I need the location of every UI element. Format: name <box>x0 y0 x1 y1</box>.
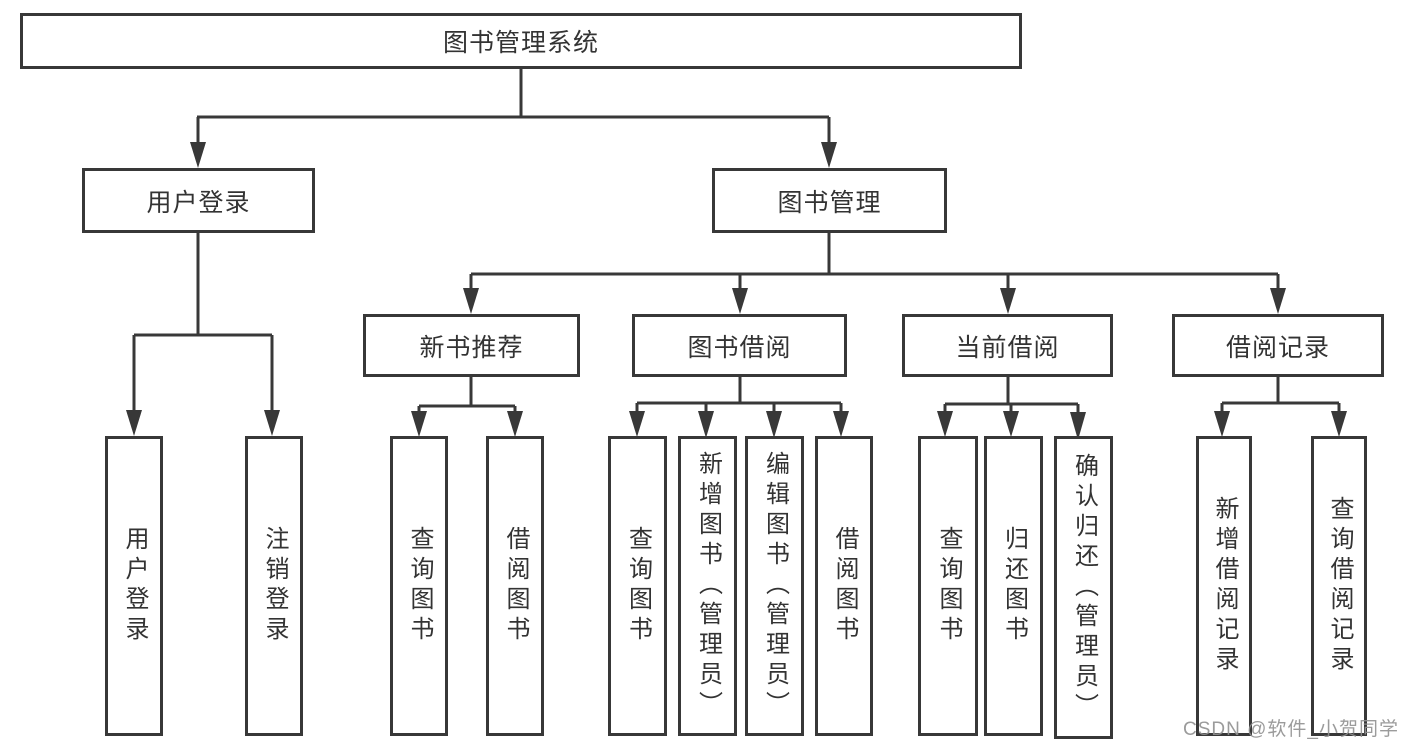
leaf-current-return-books: 归还图书 <box>984 436 1043 736</box>
leaf-records-query-record: 查询借阅记录 <box>1311 436 1367 736</box>
leaf-borrow-borrow-books: 借阅图书 <box>815 436 873 736</box>
connector-records-to-leaves <box>1214 377 1347 437</box>
leaf-current-query-books: 查询图书 <box>918 436 978 736</box>
node-book-management: 图书管理 <box>712 168 947 233</box>
leaf-recommend-query-books: 查询图书 <box>390 436 448 736</box>
leaf-records-add-record: 新增借阅记录 <box>1196 436 1252 736</box>
leaf-logout: 注销登录 <box>245 436 303 736</box>
connector-login-to-leaves <box>126 233 280 436</box>
node-book-borrow: 图书借阅 <box>632 314 847 377</box>
connector-borrow-to-leaves <box>629 377 849 438</box>
node-root: 图书管理系统 <box>20 13 1022 69</box>
connector-current-to-leaves <box>937 377 1086 440</box>
leaf-current-confirm-return: 确认归还（管理员） <box>1054 436 1113 739</box>
connector-root-to-level2 <box>190 69 837 168</box>
node-borrow-records: 借阅记录 <box>1172 314 1384 377</box>
leaf-borrow-add-books: 新增图书（管理员） <box>678 436 737 736</box>
connector-management-to-level3 <box>463 233 1286 314</box>
leaf-recommend-borrow-books: 借阅图书 <box>486 436 544 736</box>
connector-recommend-to-leaves <box>411 377 523 437</box>
node-user-login: 用户登录 <box>82 168 315 233</box>
csdn-watermark: CSDN @软件_小贺同学 <box>1183 719 1399 740</box>
leaf-borrow-query-books: 查询图书 <box>608 436 667 736</box>
leaf-borrow-edit-books: 编辑图书（管理员） <box>745 436 804 736</box>
node-new-book-recommend: 新书推荐 <box>363 314 580 377</box>
node-current-borrow: 当前借阅 <box>902 314 1113 377</box>
leaf-user-login: 用户登录 <box>105 436 163 736</box>
